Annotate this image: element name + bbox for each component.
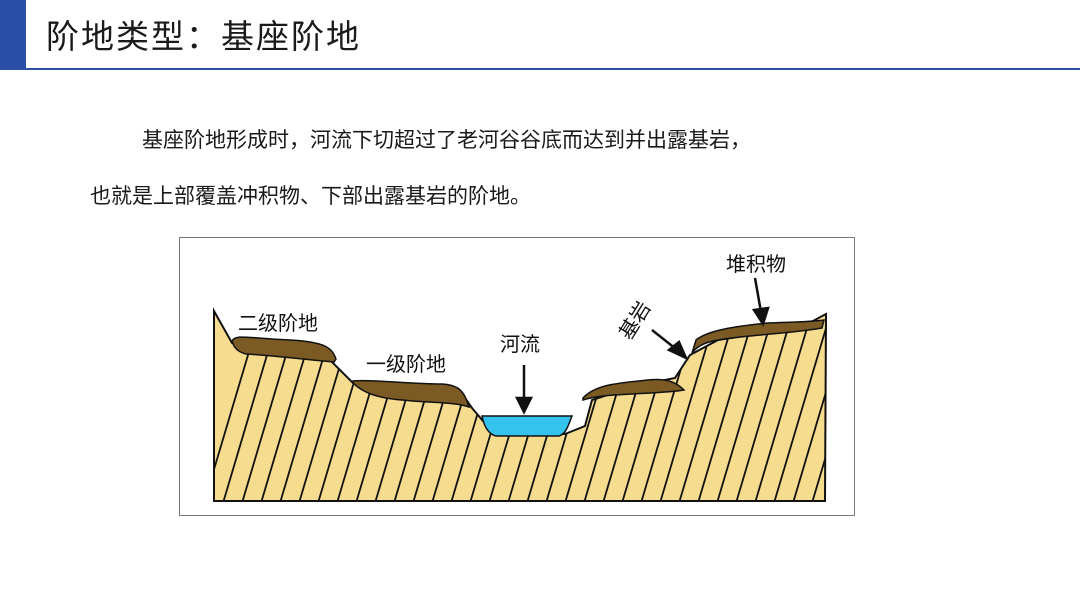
title-accent-bar bbox=[0, 0, 26, 70]
terrace-diagram-svg: 二级阶地 一级阶地 河流 堆积物 基岩 bbox=[180, 238, 854, 515]
label-terrace-2: 二级阶地 bbox=[238, 311, 318, 335]
river-arrow-head bbox=[517, 398, 531, 412]
sediment-arrow-shaft bbox=[755, 278, 761, 312]
label-sediment: 堆积物 bbox=[726, 252, 786, 276]
river-water bbox=[482, 416, 572, 436]
title-underline bbox=[26, 68, 1080, 70]
label-terrace-1: 一级阶地 bbox=[366, 352, 446, 376]
label-bedrock: 基岩 bbox=[614, 297, 656, 344]
terrace-diagram: 二级阶地 一级阶地 河流 堆积物 基岩 bbox=[179, 237, 855, 516]
description-line-1: 基座阶地形成时，河流下切超过了老河谷谷底而达到并出露基岩， bbox=[90, 112, 970, 168]
label-river: 河流 bbox=[500, 332, 540, 356]
strata-line bbox=[831, 308, 854, 503]
page-title: 阶地类型：基座阶地 bbox=[46, 10, 361, 58]
description-paragraph: 基座阶地形成时，河流下切超过了老河谷谷底而达到并出露基岩， 也就是上部覆盖冲积物… bbox=[90, 112, 970, 224]
description-line-2: 也就是上部覆盖冲积物、下部出露基岩的阶地。 bbox=[90, 168, 970, 224]
sediment-arrow-head bbox=[754, 308, 768, 324]
